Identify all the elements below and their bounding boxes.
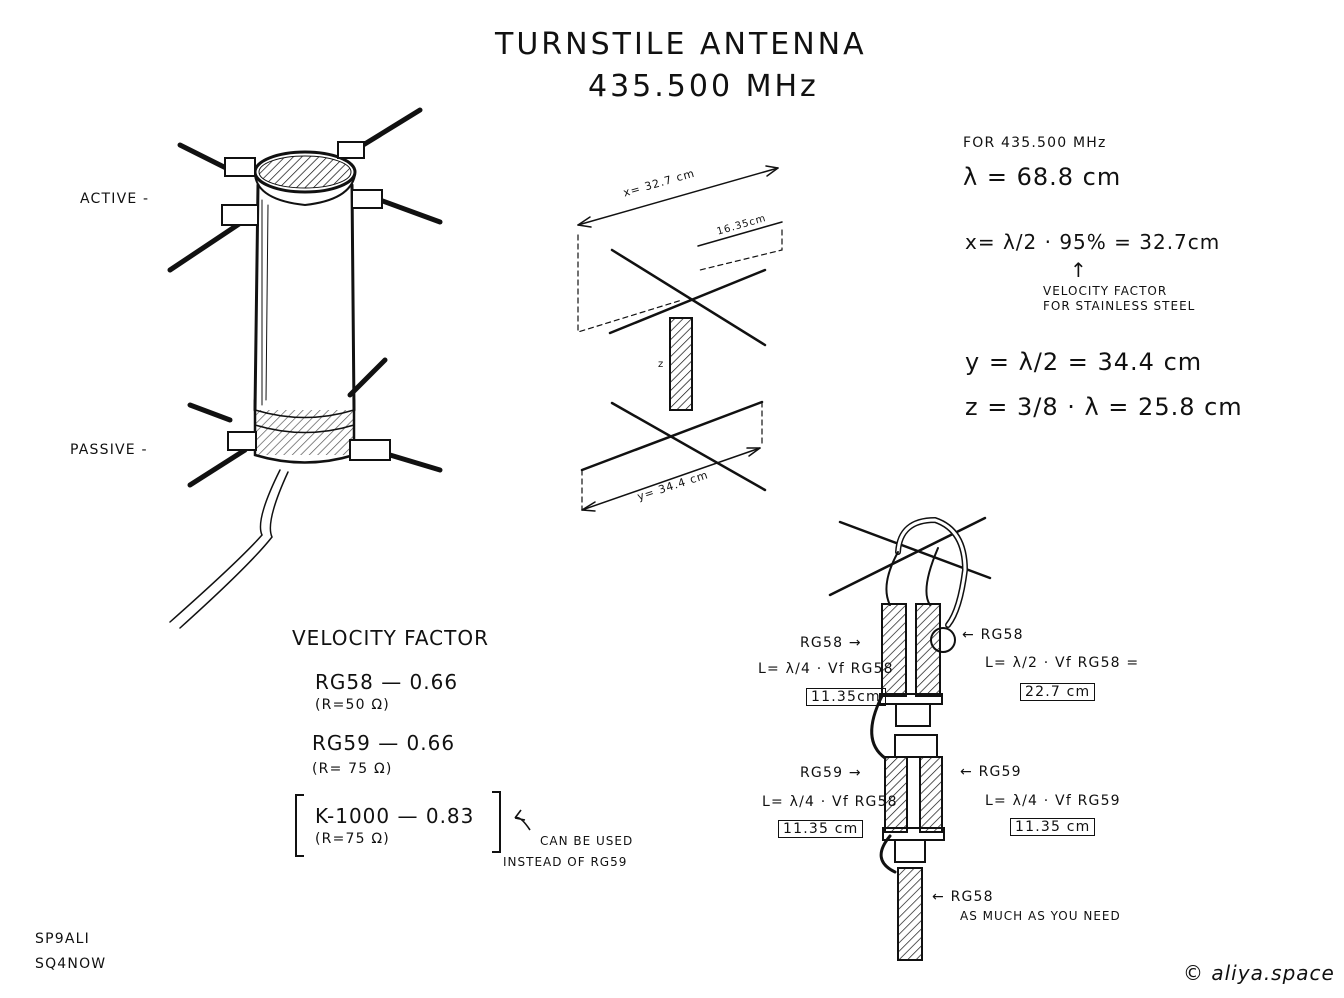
z-dimension-label: z xyxy=(658,359,665,370)
calc-for: FOR 435.500 MHz xyxy=(963,135,1107,151)
feed-bottom-note: AS MUCH AS YOU NEED xyxy=(960,909,1121,923)
velocity-rg58: RG58 — 0.66 xyxy=(315,670,459,694)
velocity-k1000: K-1000 — 0.83 xyxy=(315,804,475,828)
calc-lambda: λ = 68.8 cm xyxy=(963,163,1122,191)
antenna-sketch xyxy=(167,107,443,629)
velocity-note-1: CAN BE USED xyxy=(540,834,634,848)
feed-l1-value: 11.35cm xyxy=(806,688,886,706)
geometry-diagram xyxy=(577,165,783,512)
feed-l2-formula: L= λ/4 · Vf RG58 xyxy=(762,794,898,810)
feed-l2-value: 11.35 cm xyxy=(778,820,864,838)
credit: © aliya.space xyxy=(1183,961,1335,985)
feed-r1-value: 22.7 cm xyxy=(1020,683,1096,701)
velocity-k1000-r: (R=75 Ω) xyxy=(315,831,390,847)
feed-r2-formula: L= λ/4 · Vf RG59 xyxy=(985,793,1121,809)
velocity-rg58-r: (R=50 Ω) xyxy=(315,697,390,713)
k1000-bracket xyxy=(295,791,531,857)
feed-r2-value: 11.35 cm xyxy=(1010,818,1096,836)
active-label: ACTIVE - xyxy=(80,191,150,207)
feed-bottom-name: ← RG58 xyxy=(932,889,994,905)
calc-z: z = 3/8 · λ = 25.8 cm xyxy=(965,393,1243,421)
calc-vf-note-2: FOR STAINLESS STEEL xyxy=(1043,299,1196,313)
passive-label: PASSIVE - xyxy=(70,442,148,458)
velocity-rg59: RG59 — 0.66 xyxy=(312,731,456,755)
velocity-note-2: INSTEAD OF RG59 xyxy=(503,855,628,869)
feed-r1-name: ← RG58 xyxy=(962,627,1024,643)
calc-x: x= λ/2 · 95% = 32.7cm xyxy=(965,230,1221,254)
velocity-rg59-r: (R= 75 Ω) xyxy=(312,761,393,777)
feed-l2-name: RG59 → xyxy=(800,765,862,781)
velocity-title: VELOCITY FACTOR xyxy=(292,626,489,650)
title-line-1: TURNSTILE ANTENNA xyxy=(495,27,867,62)
calc-vf-note-1: VELOCITY FACTOR xyxy=(1043,284,1168,298)
feed-diagram xyxy=(828,516,992,961)
callsign-1: SP9ALI xyxy=(35,931,90,947)
feed-l1-name: RG58 → xyxy=(800,635,862,651)
feed-r1-formula: L= λ/2 · Vf RG58 = xyxy=(985,655,1140,671)
feed-r2-name: ← RG59 xyxy=(960,764,1022,780)
feed-l1-formula: L= λ/4 · Vf RG58 xyxy=(758,661,894,677)
calc-arrow: ↑ xyxy=(1070,258,1088,282)
callsign-2: SQ4NOW xyxy=(35,956,107,972)
title-line-2: 435.500 MHz xyxy=(588,69,819,104)
calc-y: y = λ/2 = 34.4 cm xyxy=(965,348,1203,376)
